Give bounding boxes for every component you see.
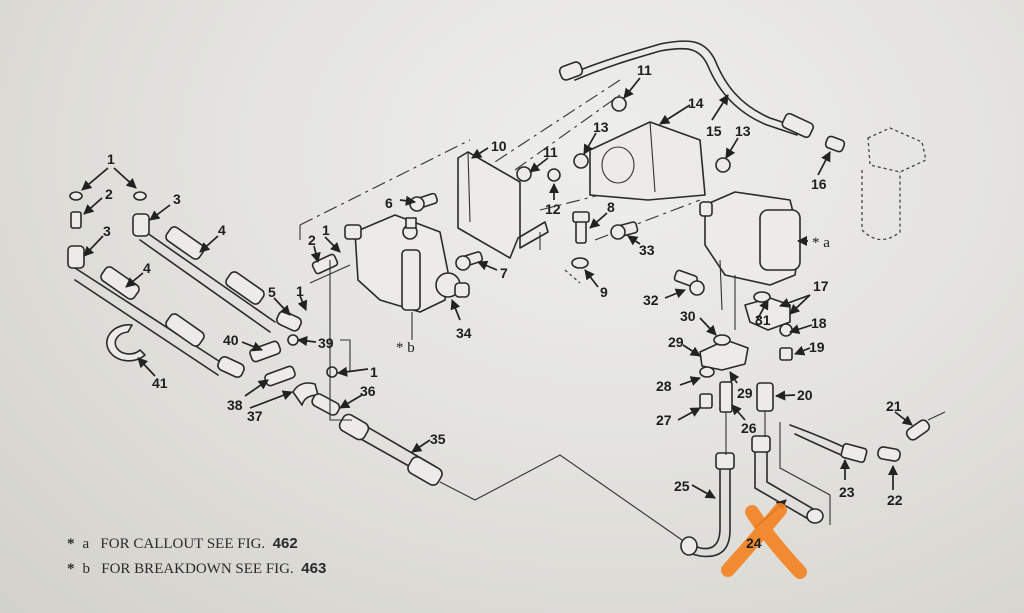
callout-c38: 38 [227,397,243,413]
callout-c36: 36 [360,383,376,399]
callout-c11b: 11 [637,62,652,78]
callout-c33: 33 [639,242,655,258]
callout-c25: 25 [674,478,690,494]
callout-c30: 30 [680,308,696,324]
callout-c3b: 3 [103,223,111,239]
callout-c29a: 29 [668,334,684,350]
callout-c35: 35 [430,431,446,447]
callout-c18: 18 [811,315,827,331]
callout-c22: 22 [887,492,903,508]
callout-c11a: 11 [543,144,558,160]
callout-c13b: 13 [735,123,751,139]
footnote-marker: * [67,536,75,552]
pump-a [699,191,801,330]
footnote-key: a [82,536,90,552]
valve-body-b [344,214,470,340]
callout-c24: 24 [746,535,762,551]
callout-c2a: 2 [105,186,113,202]
callout-c1d: 1 [370,364,378,380]
callout-c1c: 1 [296,283,304,299]
footnote-text: FOR CALLOUT SEE FIG. [100,536,266,552]
callout-c10: 10 [491,138,507,154]
footnote-marker: * [67,561,75,577]
callout-c2b: 2 [308,232,316,248]
callout-c21: 21 [886,398,902,414]
callout-c31: 31 [755,312,771,328]
callout-c8: 8 [607,199,615,215]
callout-c12: 12 [545,201,561,217]
callout-c23: 23 [839,484,855,500]
callout-cB: * b [396,340,415,356]
callout-c26: 26 [741,420,757,436]
callout-c1b: 1 [322,222,330,238]
callout-c34: 34 [456,325,472,341]
bracket-14 [589,121,706,201]
callout-c28: 28 [656,378,672,394]
footnote-figure-number: 462 [272,535,298,552]
callout-c4b: 4 [143,260,151,276]
footnote-a: * a FOR CALLOUT SEE FIG. 462 [52,518,298,570]
washers-11-13 [516,96,731,182]
callout-c16: 16 [811,176,827,192]
orange-cross-markup [721,503,807,579]
footnote-b: * b FOR BREAKDOWN SEE FIG. 463 [52,543,326,595]
callout-c40: 40 [223,332,239,348]
callout-c27: 27 [656,412,672,428]
callout-c9: 9 [600,284,608,300]
callout-c15: 15 [706,123,722,139]
callout-c29b: 29 [737,385,753,401]
hose-assemblies-4 [67,191,302,378]
callout-c32: 32 [643,292,659,308]
footnote-key: b [82,561,91,577]
callout-cA: * a [812,235,830,251]
callout-c20: 20 [797,387,813,403]
bracket-10 [457,151,549,259]
filter-outline [861,127,927,241]
callout-c13a: 13 [593,119,609,135]
footnote-text: FOR BREAKDOWN SEE FIG. [101,561,294,577]
callout-c41: 41 [152,375,168,391]
callout-c39: 39 [318,335,334,351]
callout-c6: 6 [385,195,393,211]
footnote-figure-number: 463 [301,560,327,577]
callout-c14: 14 [688,95,704,111]
callout-c7: 7 [500,265,508,281]
callout-c17: 17 [813,278,829,294]
callout-c19: 19 [809,339,825,355]
callout-c3a: 3 [173,191,181,207]
callout-c1a: 1 [107,151,115,167]
callout-c4a: 4 [218,222,226,238]
callout-c37: 37 [247,408,263,424]
callout-c5: 5 [268,284,276,300]
tube-assembly-15 [558,40,815,139]
